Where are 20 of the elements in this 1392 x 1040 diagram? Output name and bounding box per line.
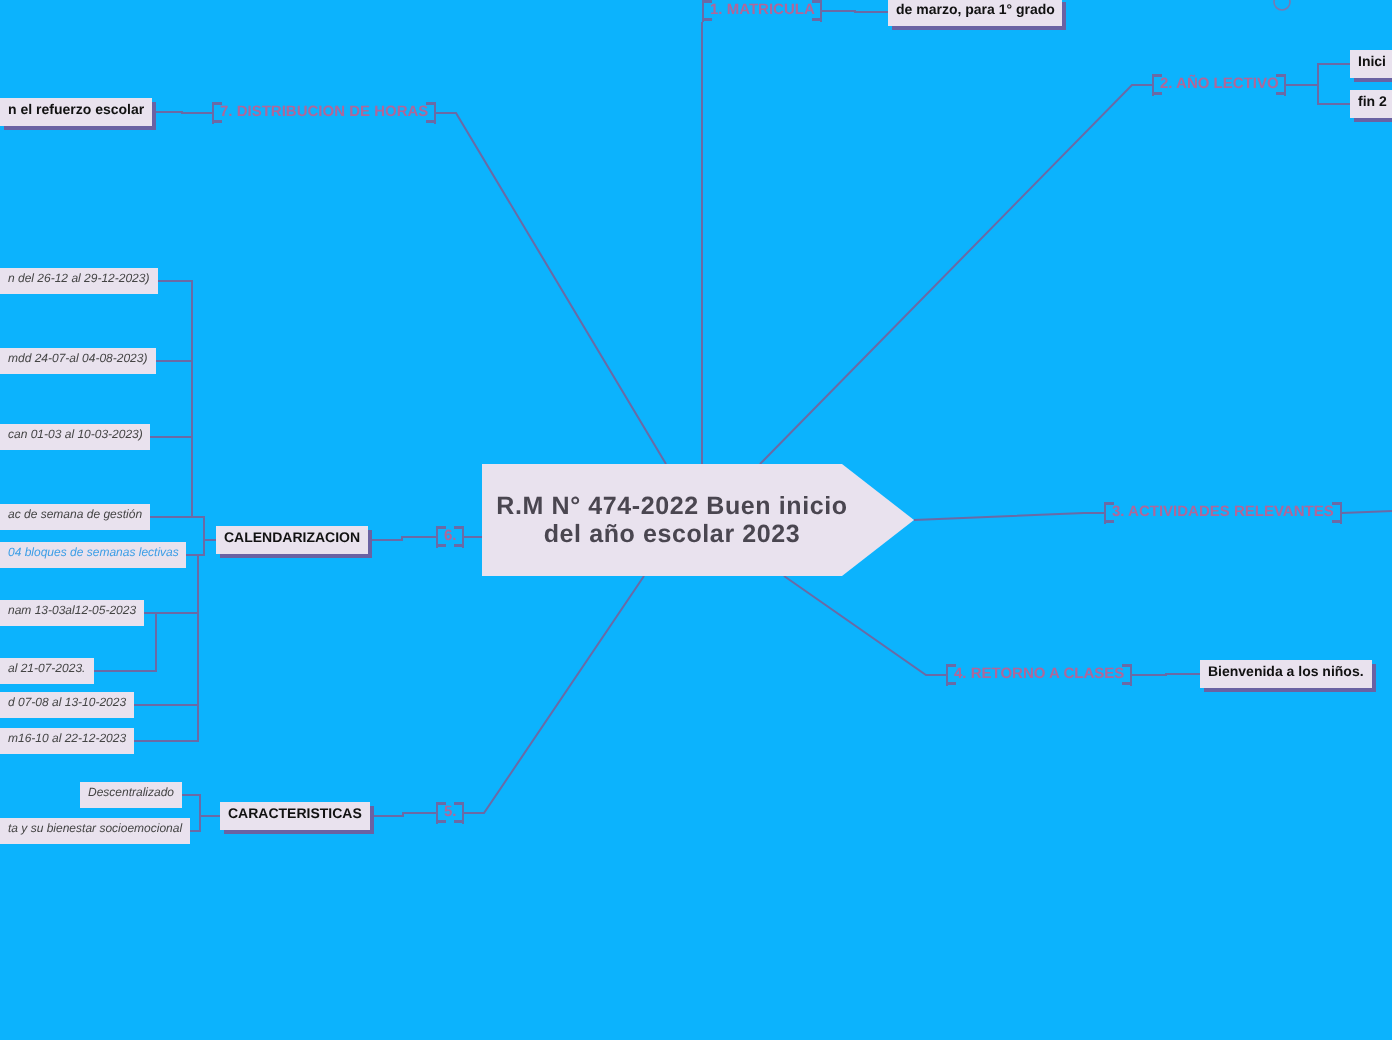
connector-line <box>463 575 645 814</box>
central-topic-text: R.M N° 474-2022 Buen inicio del año escolar 2023 <box>494 489 850 552</box>
connector-line <box>151 111 213 114</box>
connector-line <box>93 612 157 672</box>
connector-line <box>149 436 193 518</box>
connector-line <box>435 112 667 465</box>
connector-line <box>1341 510 1392 514</box>
connector-line <box>1285 84 1351 105</box>
connector-line <box>189 815 221 832</box>
connector-line <box>463 536 485 539</box>
connector-line <box>701 21 703 465</box>
connector-line <box>369 812 437 817</box>
connector-line <box>367 536 437 541</box>
connector-line <box>1131 673 1201 676</box>
connector-line <box>783 575 947 676</box>
connector-line <box>759 84 1153 465</box>
connector-line <box>821 10 889 13</box>
connector-line <box>913 512 1105 521</box>
connector-line <box>133 554 199 742</box>
central-topic-shape <box>482 464 914 576</box>
